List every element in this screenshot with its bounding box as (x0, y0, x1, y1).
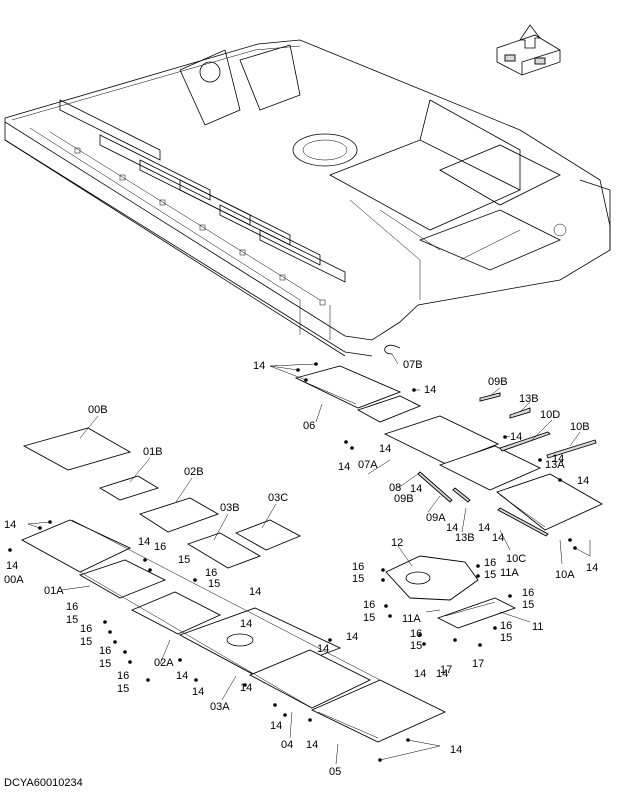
label-11: 11 (532, 621, 543, 633)
part-07b-hook (384, 344, 401, 355)
label-16: 16 (117, 670, 129, 682)
label-06: 06 (303, 420, 315, 432)
label-14: 14 (240, 618, 252, 630)
label-14: 14 (138, 536, 150, 548)
label-13B-lower: 13B (455, 532, 475, 544)
label-05: 05 (329, 766, 341, 778)
label-16: 16 (66, 601, 78, 613)
label-16: 16 (484, 557, 496, 569)
label-14: 14 (436, 668, 448, 680)
lower-floor-plates (20, 519, 447, 743)
front-direction-icon (496, 24, 561, 76)
label-03B: 03B (220, 502, 240, 514)
label-14: 14 (424, 384, 436, 396)
label-09B-lower: 09B (394, 493, 414, 505)
label-15: 15 (99, 658, 111, 670)
label-14: 14 (4, 519, 16, 531)
label-16: 16 (80, 623, 92, 635)
label-17: 17 (440, 664, 452, 676)
label-04: 04 (281, 739, 293, 751)
label-14: 14 (414, 668, 426, 680)
label-10B: 10B (570, 421, 590, 433)
label-15: 15 (66, 614, 78, 626)
label-01A: 01A (44, 585, 64, 597)
label-15: 15 (117, 683, 129, 695)
label-14: 14 (306, 739, 318, 751)
label-16: 16 (522, 587, 534, 599)
label-12: 12 (391, 537, 403, 549)
label-13A: 13A (545, 459, 565, 471)
label-02A: 02A (154, 657, 174, 669)
label-14: 14 (270, 720, 282, 732)
label-15: 15 (80, 636, 92, 648)
label-14: 14 (510, 431, 522, 443)
label-15: 15 (352, 573, 364, 585)
label-10A: 10A (555, 569, 575, 581)
label-16: 16 (363, 599, 375, 611)
label-16: 16 (99, 645, 111, 657)
label-02B: 02B (184, 466, 204, 478)
label-14: 14 (176, 670, 188, 682)
label-16: 16 (154, 541, 166, 553)
label-03A: 03A (210, 701, 230, 713)
label-14: 14 (253, 360, 265, 372)
label-15: 15 (484, 569, 496, 581)
label-07B: 07B (403, 359, 423, 371)
label-14: 14 (446, 522, 458, 534)
bolt-symbols (8, 362, 577, 762)
label-16: 16 (205, 567, 217, 579)
label-14: 14 (338, 461, 350, 473)
label-14: 14 (379, 443, 391, 455)
label-11A-lower: 11A (402, 613, 421, 625)
drawing-code: DCYA60010234 (4, 777, 83, 789)
label-01B: 01B (143, 446, 163, 458)
label-14: 14 (450, 744, 462, 756)
label-17: 17 (472, 658, 484, 670)
label-11A-upper: 11A (500, 567, 519, 579)
label-15: 15 (522, 599, 534, 611)
label-15: 15 (178, 554, 190, 566)
label-14: 14 (192, 686, 204, 698)
label-15: 15 (208, 578, 220, 590)
label-16: 16 (410, 628, 422, 640)
label-15: 15 (410, 640, 422, 652)
label-08: 08 (389, 482, 401, 494)
label-14: 14 (410, 483, 422, 495)
main-frame (4, 39, 611, 357)
leader-lines (27, 353, 591, 765)
label-13B-top: 13B (519, 393, 539, 405)
label-14: 14 (240, 682, 252, 694)
loose-panels (22, 427, 302, 569)
label-15: 15 (500, 632, 512, 644)
label-14: 14 (552, 453, 564, 465)
label-03C: 03C (268, 492, 288, 504)
label-16: 16 (500, 620, 512, 632)
label-00A: 00A (4, 574, 24, 586)
label-15: 15 (363, 612, 375, 624)
label-14: 14 (577, 475, 589, 487)
label-00B: 00B (88, 404, 108, 416)
label-14: 14 (346, 631, 358, 643)
label-09A: 09A (426, 512, 446, 524)
callout-labels: 00B 01B 02B 03B 03C 00A 01A 02A 03A 04 0… (4, 359, 598, 778)
label-14: 14 (6, 560, 18, 572)
label-14: 14 (249, 586, 261, 598)
label-09B-top: 09B (488, 376, 508, 388)
label-16: 16 (352, 561, 364, 573)
label-07A: 07A (358, 459, 378, 471)
label-14: 14 (492, 532, 504, 544)
right-floor-plates (294, 365, 603, 537)
label-10D: 10D (540, 409, 560, 421)
label-14: 14 (586, 562, 598, 574)
label-14: 14 (317, 643, 329, 655)
plates-11-12 (385, 555, 517, 629)
label-10C: 10C (506, 553, 526, 565)
label-14: 14 (478, 522, 490, 534)
